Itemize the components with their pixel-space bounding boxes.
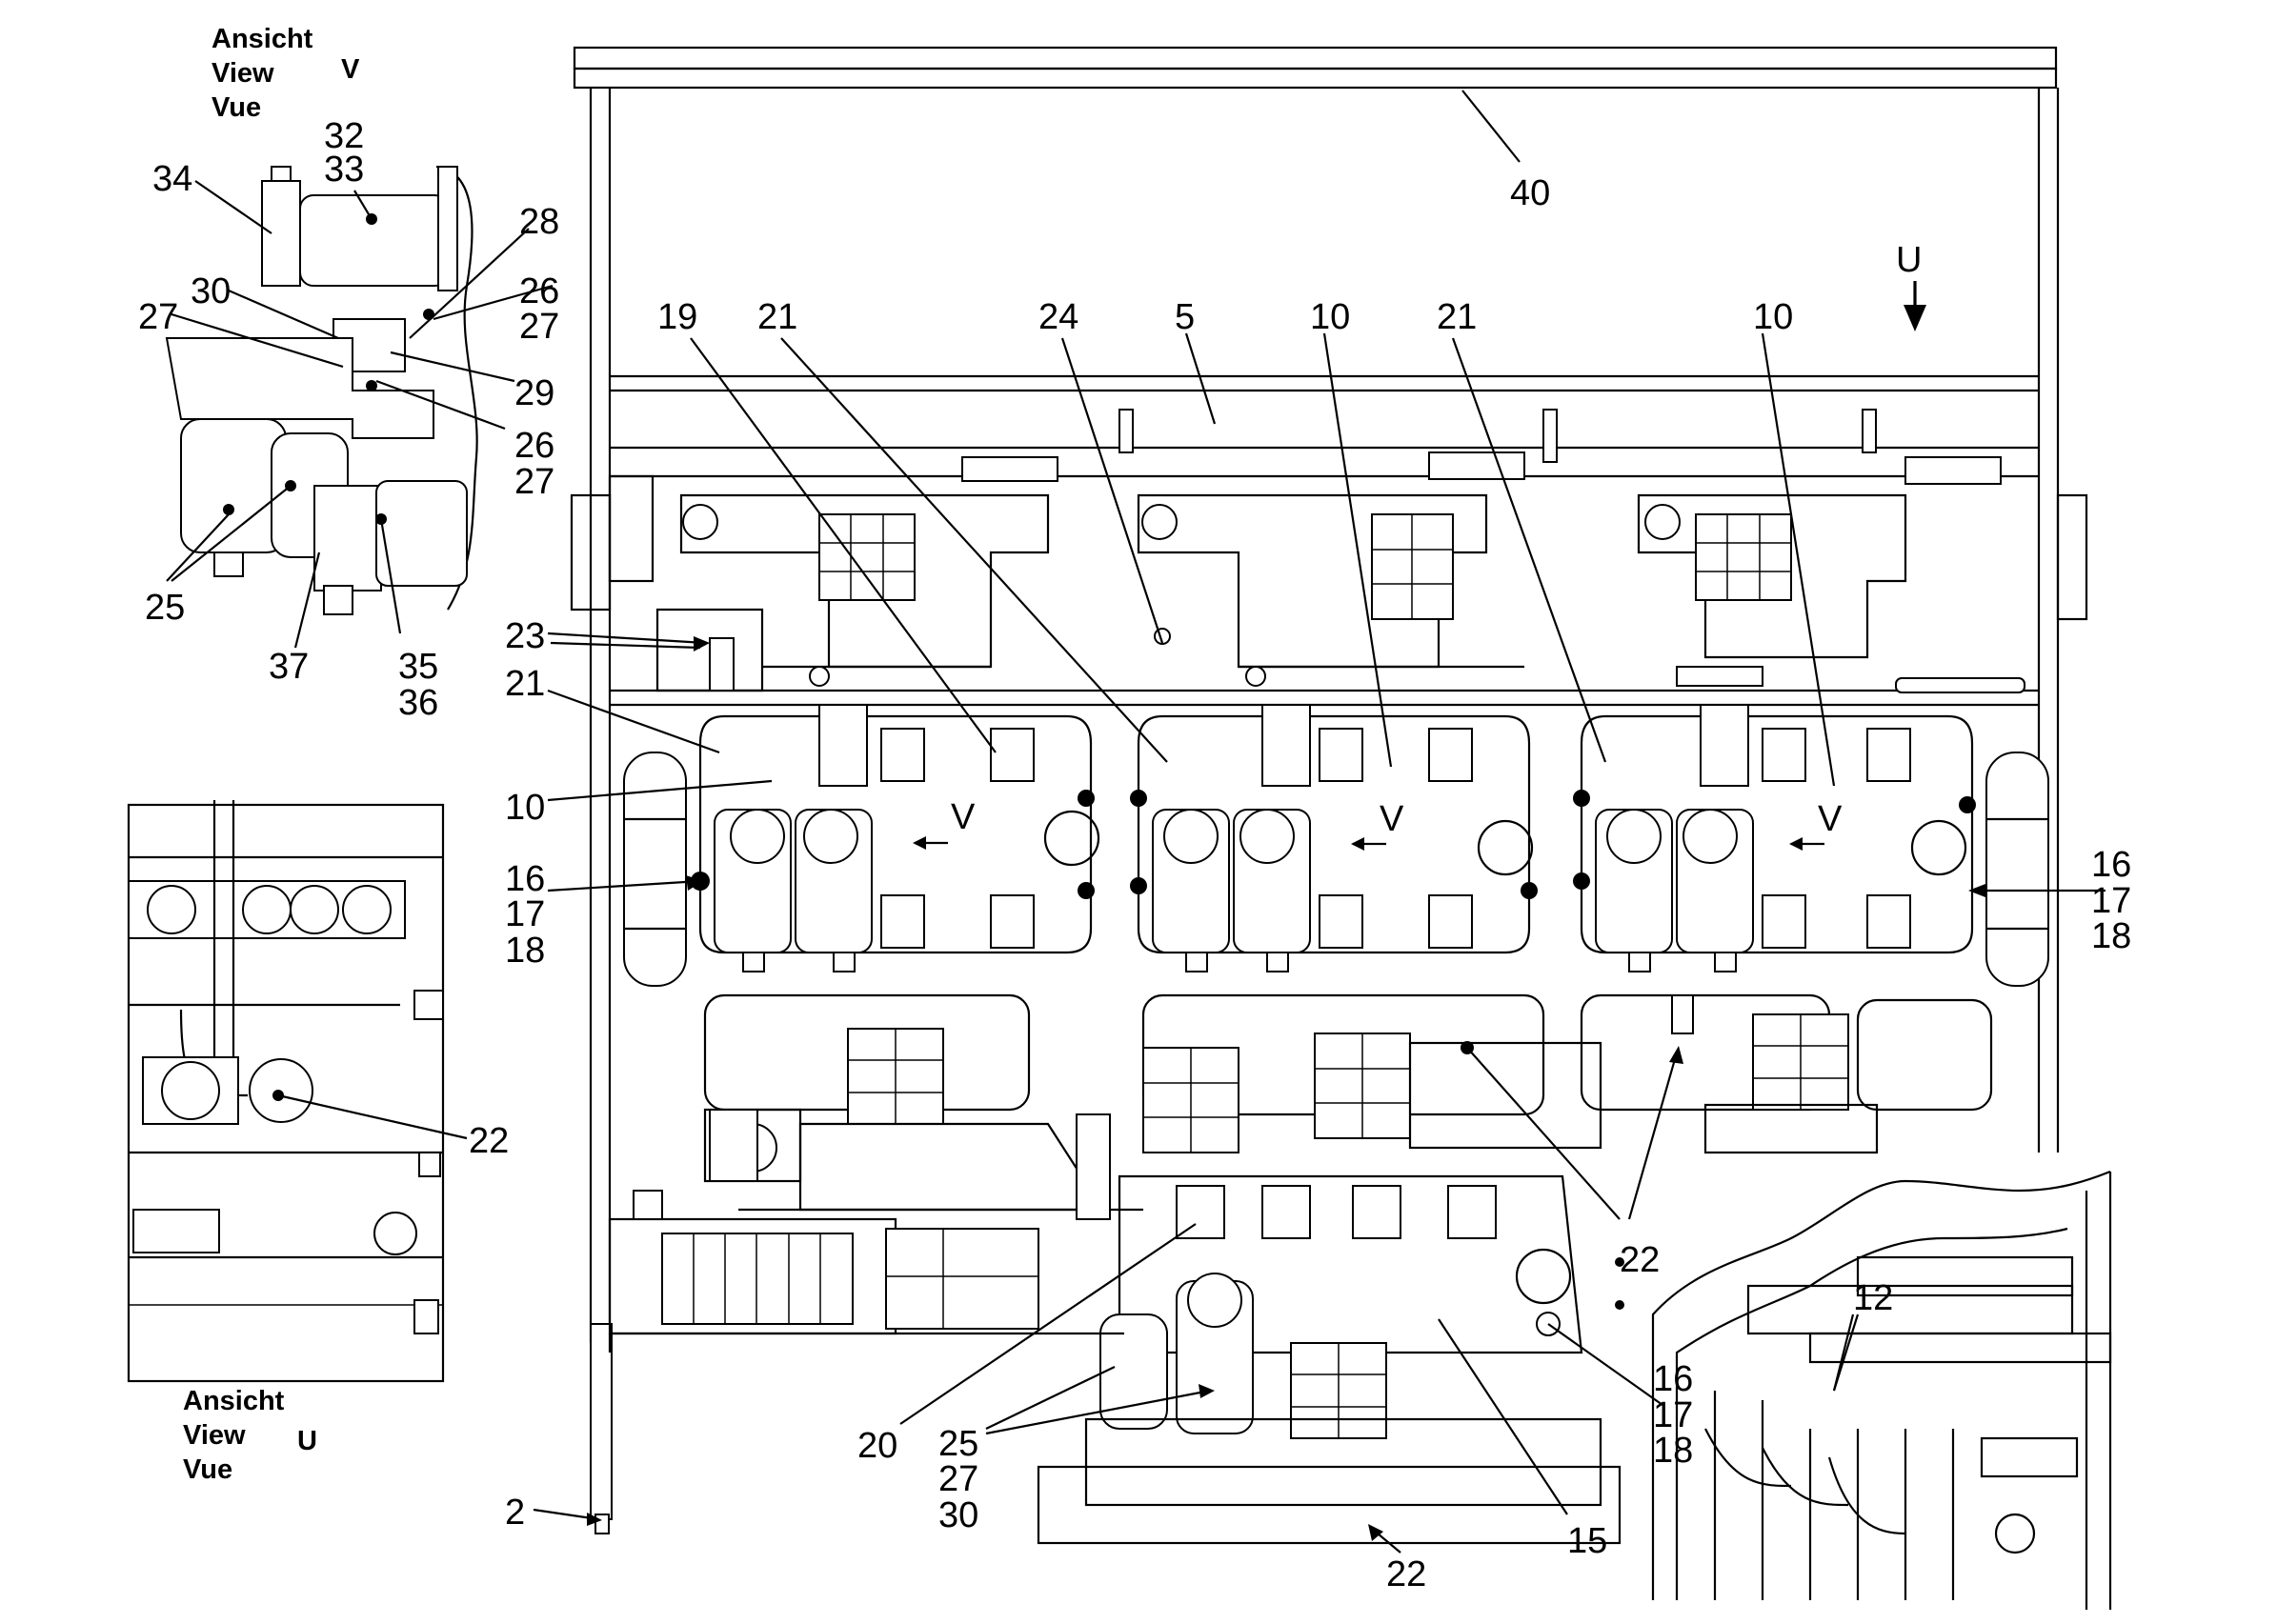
valve-bank	[661, 1233, 854, 1325]
lower-valve-stack-1	[847, 1028, 944, 1125]
inset-view-v: Ansicht View Vue V	[138, 24, 559, 723]
callout-25a: 25	[145, 588, 185, 628]
callout-27a: 27	[138, 297, 178, 337]
callout-25b: 25	[938, 1424, 978, 1464]
callout-29: 29	[514, 373, 554, 413]
view-v-title-3: Vue	[212, 92, 261, 123]
callout-35: 35	[398, 647, 438, 687]
callout-40: 40	[1510, 173, 1550, 213]
arrow-v-letter-1: V	[951, 797, 976, 837]
callout-30b: 30	[938, 1495, 978, 1535]
filter-manifold-2	[1130, 704, 1538, 972]
callout-16a: 16	[505, 859, 545, 899]
view-u-title-1: Ansicht	[183, 1386, 285, 1416]
callout-22c: 22	[1386, 1554, 1426, 1594]
callout-10c: 10	[505, 788, 545, 828]
view-u-title-2: View	[183, 1420, 246, 1451]
callout-10b: 10	[1753, 297, 1793, 337]
upper-valve-stack-3	[1695, 513, 1792, 601]
callout-10a: 10	[1310, 297, 1350, 337]
callout-17a: 17	[505, 894, 545, 934]
callout-27c: 27	[514, 462, 554, 502]
view-u-letter: U	[297, 1426, 317, 1456]
callout-20: 20	[857, 1426, 897, 1466]
callout-37: 37	[269, 647, 309, 687]
callout-16c: 16	[1653, 1359, 1693, 1399]
callout-21c: 21	[505, 664, 545, 704]
arrow-v-letter-2: V	[1380, 799, 1404, 839]
filter-manifold-3	[1573, 704, 1976, 972]
view-v-title-1: Ansicht	[212, 24, 313, 54]
callout-5: 5	[1175, 297, 1195, 337]
callout-21b: 21	[1437, 297, 1477, 337]
callout-21a: 21	[757, 297, 797, 337]
callout-18c: 18	[1653, 1431, 1693, 1471]
main-assembly: U V V V	[505, 46, 2131, 1610]
view-v-letter: V	[341, 54, 360, 85]
lower-valve-stack-2	[1142, 1047, 1239, 1153]
callout-30: 30	[191, 271, 231, 311]
callout-32: 32	[324, 116, 364, 156]
view-u-title-3: Vue	[183, 1454, 232, 1485]
callout-34: 34	[152, 159, 192, 199]
callout-22a: 22	[469, 1121, 509, 1161]
callout-26a: 26	[519, 271, 559, 311]
callout-17b: 17	[2091, 881, 2131, 921]
callout-18b: 18	[2091, 916, 2131, 956]
callout-36: 36	[398, 683, 438, 723]
callout-28: 28	[519, 202, 559, 242]
callout-27b: 27	[519, 307, 559, 347]
callout-22b: 22	[1620, 1240, 1660, 1280]
lower-valve-stack-3	[1314, 1033, 1411, 1139]
callout-26b: 26	[514, 426, 554, 466]
view-v-title-2: View	[212, 58, 274, 89]
arrow-u-letter: U	[1896, 240, 1922, 280]
callout-18a: 18	[505, 931, 545, 971]
callout-2: 2	[505, 1493, 525, 1533]
arrow-v-letter-3: V	[1818, 799, 1843, 839]
callout-23: 23	[505, 616, 545, 656]
callout-33: 33	[324, 150, 364, 190]
callout-15: 15	[1567, 1521, 1607, 1561]
upper-valve-stack-1	[818, 513, 916, 601]
callout-12: 12	[1853, 1278, 1893, 1318]
callout-24: 24	[1038, 297, 1078, 337]
lower-valve-stack-4	[1752, 1013, 1849, 1111]
filter-manifold-1	[691, 704, 1100, 972]
callout-19: 19	[657, 297, 697, 337]
upper-valve-stack-2	[1371, 513, 1454, 620]
callout-27d: 27	[938, 1459, 978, 1499]
callout-16b: 16	[2091, 845, 2131, 885]
callout-17c: 17	[1653, 1395, 1693, 1435]
inset-view-u: 22 Ansicht View Vue U	[127, 800, 509, 1485]
